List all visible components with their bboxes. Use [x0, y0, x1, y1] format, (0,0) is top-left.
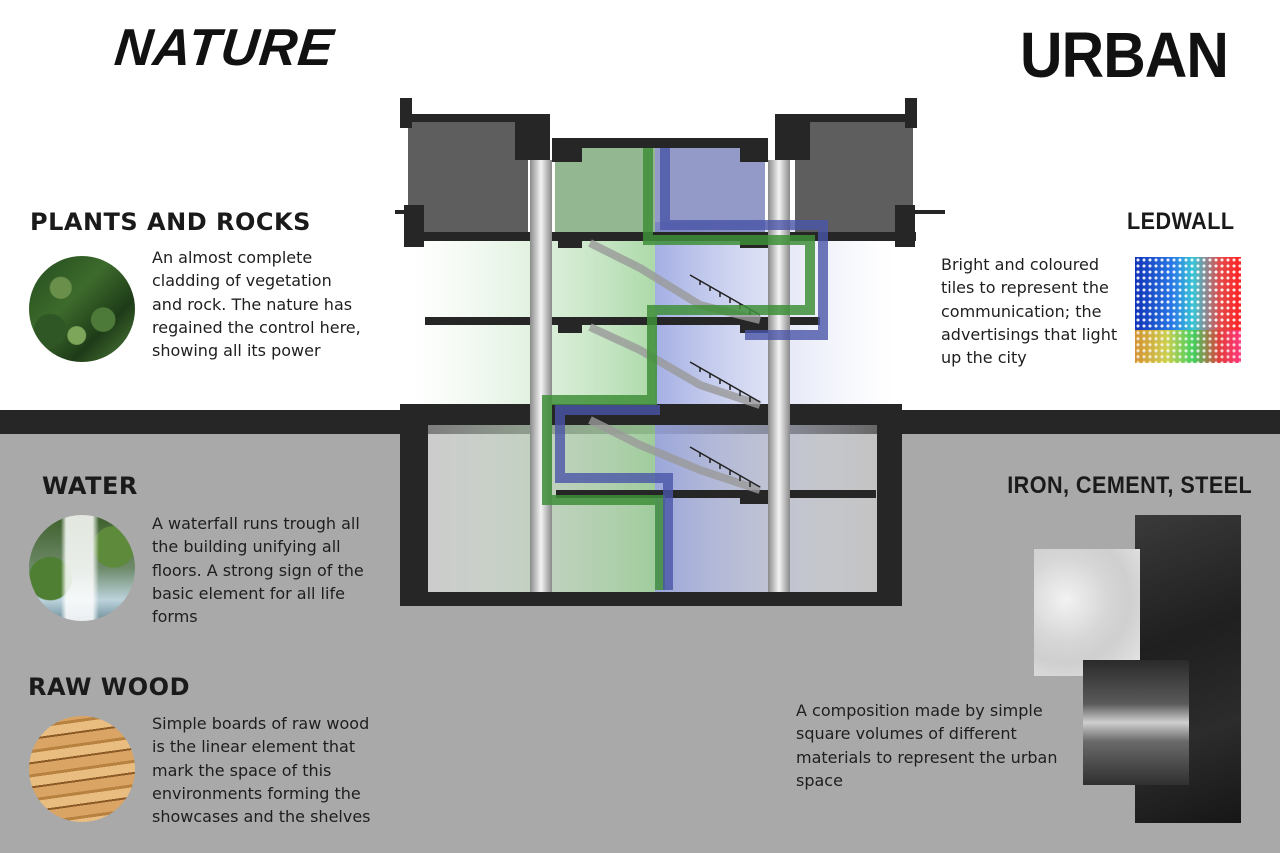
text-line: advertisings that light	[941, 324, 1118, 344]
nature-path	[542, 148, 815, 590]
text-line: forms	[152, 607, 198, 627]
text-line: is the linear element that	[152, 737, 356, 757]
ledwall-image-lower	[1135, 330, 1241, 363]
text-line: floors. A strong sign of the	[152, 560, 364, 580]
text-line: the building unifying all	[152, 537, 341, 557]
ledwall-description: Bright and coloured tiles to represent t…	[941, 253, 1117, 369]
column-right	[768, 160, 790, 592]
column-left	[530, 160, 552, 592]
plants-description: An almost complete cladding of vegetatio…	[152, 246, 361, 362]
text-line: showing all its power	[152, 341, 321, 361]
plants-image	[29, 256, 135, 362]
water-image	[29, 515, 135, 621]
text-line: mark the space of this	[152, 760, 332, 780]
ledwall-heading: LEDWALL	[1126, 208, 1234, 235]
iron-swatch	[1083, 660, 1189, 785]
roof-block-right	[795, 118, 913, 233]
water-heading: WATER	[42, 472, 138, 500]
text-line: basic element for all life	[152, 583, 345, 603]
text-line: space	[796, 770, 843, 790]
text-line: materials to represent the urban	[796, 747, 1058, 767]
text-line: A waterfall runs trough all	[152, 514, 360, 533]
cement-swatch	[1034, 549, 1140, 676]
text-line: square volumes of different	[796, 724, 1017, 744]
text-line: showcases and the shelves	[152, 807, 371, 827]
green-shaft	[555, 148, 655, 236]
urban-zone-lower	[655, 425, 877, 595]
text-line: cladding of vegetation	[152, 271, 332, 291]
wood-heading: RAW WOOD	[28, 673, 191, 701]
text-line: A composition made by simple	[796, 701, 1043, 720]
text-line: Simple boards of raw wood	[152, 714, 370, 733]
water-description: A waterfall runs trough all the building…	[152, 512, 364, 628]
text-line: up the city	[941, 348, 1027, 368]
text-line: Bright and coloured	[941, 255, 1100, 274]
text-line: and rock. The nature has	[152, 294, 353, 314]
text-line: communication; the	[941, 301, 1102, 321]
text-line: An almost complete	[152, 248, 313, 267]
plants-heading: PLANTS AND ROCKS	[30, 208, 311, 236]
text-line: tiles to represent the	[941, 278, 1109, 298]
materials-description: A composition made by simple square volu…	[796, 699, 1058, 792]
urban-title: URBAN	[1020, 19, 1229, 91]
wood-image	[29, 716, 135, 822]
stair-steps	[689, 274, 761, 488]
materials-heading: IRON, CEMENT, STEEL	[1007, 472, 1252, 499]
roof-block-left	[408, 118, 528, 233]
text-line: environments forming the	[152, 783, 361, 803]
wood-description: Simple boards of raw wood is the linear …	[152, 712, 371, 828]
text-line: regained the control here,	[152, 317, 361, 337]
urban-path	[555, 148, 828, 590]
